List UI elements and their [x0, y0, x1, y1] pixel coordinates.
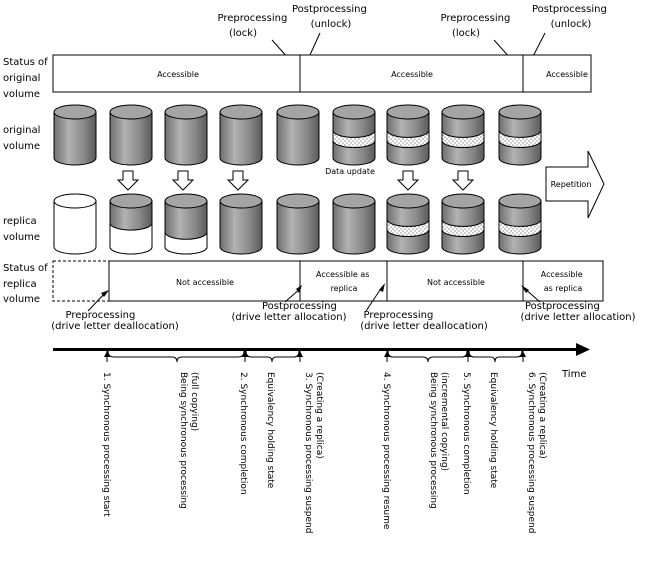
- replica-volume-cylinder: [332, 193, 376, 255]
- replica-volume-cylinder: [53, 193, 97, 255]
- timeline-label-2: Being synchronous processing(full copyin…: [178, 372, 199, 509]
- replica-status-not-accessible-2: Not accessible: [427, 278, 485, 287]
- repetition-arrow: [545, 150, 605, 219]
- original-volume-cylinder: [109, 104, 153, 166]
- orig-status-accessible-3: Accessible: [546, 70, 588, 79]
- timeline-tick-heads: [104, 351, 526, 357]
- timeline-label-9: Equivalency holding state: [488, 372, 498, 489]
- label-preprocessing-lock-2: Preprocessing (lock): [441, 13, 514, 39]
- row-label-original-status: Status of original volume: [3, 57, 51, 100]
- timeline-label-5: 3. Synchronous processing suspend(Creati…: [303, 372, 324, 533]
- original-volume-cylinder: [219, 104, 263, 166]
- replica-volume-cylinder: [109, 193, 153, 255]
- label-post-alloc-1: Postprocessing (drive letter allocation): [231, 301, 346, 323]
- label-postprocessing-unlock-1: Postprocessing (unlock): [292, 4, 370, 30]
- timeline-label-10: 6. Synchronous processing suspend(Creati…: [526, 372, 547, 533]
- original-volume-cylinder: [332, 104, 376, 166]
- timeline-label-4: Equivalency holding state: [265, 372, 275, 489]
- mid-pointer-heads: [101, 283, 529, 297]
- replica-status-bar: [52, 260, 604, 302]
- original-volume-cylinder: [164, 104, 208, 166]
- replica-volume-cylinder: [164, 193, 208, 255]
- row-label-original-volume: original volume: [3, 125, 44, 152]
- original-volume-cylinder: [53, 104, 97, 166]
- replica-volume-cylinder: [219, 193, 263, 255]
- data-update-label: Data update: [325, 167, 375, 176]
- replica-status-accessible-as-replica-1: Accessible as replica: [316, 270, 372, 293]
- replica-status-not-accessible-1: Not accessible: [176, 278, 234, 287]
- original-volume-cylinder: [498, 104, 542, 166]
- copy-arrow: [451, 170, 475, 191]
- timeline-ticks: [106, 350, 524, 363]
- replica-volume-cylinder: [276, 193, 320, 255]
- label-pre-dealloc-2: Preprocessing (drive letter deallocation…: [360, 310, 488, 332]
- time-label: Time: [561, 369, 586, 380]
- repetition-label: Repetition: [551, 180, 592, 189]
- original-volume-cylinder: [386, 104, 430, 166]
- label-preprocessing-lock-1: Preprocessing (lock): [218, 13, 291, 39]
- timeline-label-3: 2. Synchronous completion: [238, 372, 248, 495]
- original-volume-cylinder: [276, 104, 320, 166]
- orig-status-accessible-2: Accessible: [391, 70, 433, 79]
- original-volume-cylinders: [53, 104, 542, 166]
- label-post-alloc-2: Postprocessing (drive letter allocation): [520, 301, 635, 323]
- copy-arrows: [116, 170, 475, 191]
- original-volume-cylinder: [441, 104, 485, 166]
- replica-status-accessible-as-replica-2: Accessible as replica: [541, 270, 585, 293]
- replica-volume-cylinder: [386, 193, 430, 255]
- copy-arrow: [171, 170, 195, 191]
- row-label-replica-volume: replica volume: [3, 216, 40, 243]
- copy-arrow: [396, 170, 420, 191]
- copy-arrow: [226, 170, 250, 191]
- replica-volume-cylinder: [498, 193, 542, 255]
- timeline-label-8: 5. Synchronous completion: [461, 372, 471, 495]
- timeline-label-1: 1. Synchronous processing start: [101, 372, 111, 517]
- time-axis: [53, 343, 590, 356]
- original-status-bar: [52, 54, 592, 93]
- copy-arrow: [116, 170, 140, 191]
- timeline-label-6: 4. Synchronous processing resume: [381, 372, 391, 530]
- timeline-label-7: Being synchronous processing(incremental…: [428, 372, 449, 509]
- label-postprocessing-unlock-2: Postprocessing (unlock): [532, 4, 610, 30]
- row-label-replica-status: Status of replica volume: [3, 263, 51, 305]
- orig-status-accessible-1: Accessible: [157, 70, 199, 79]
- label-pre-dealloc-1: Preprocessing (drive letter deallocation…: [51, 310, 179, 332]
- replica-volume-cylinders: [53, 193, 542, 255]
- replica-volume-cylinder: [441, 193, 485, 255]
